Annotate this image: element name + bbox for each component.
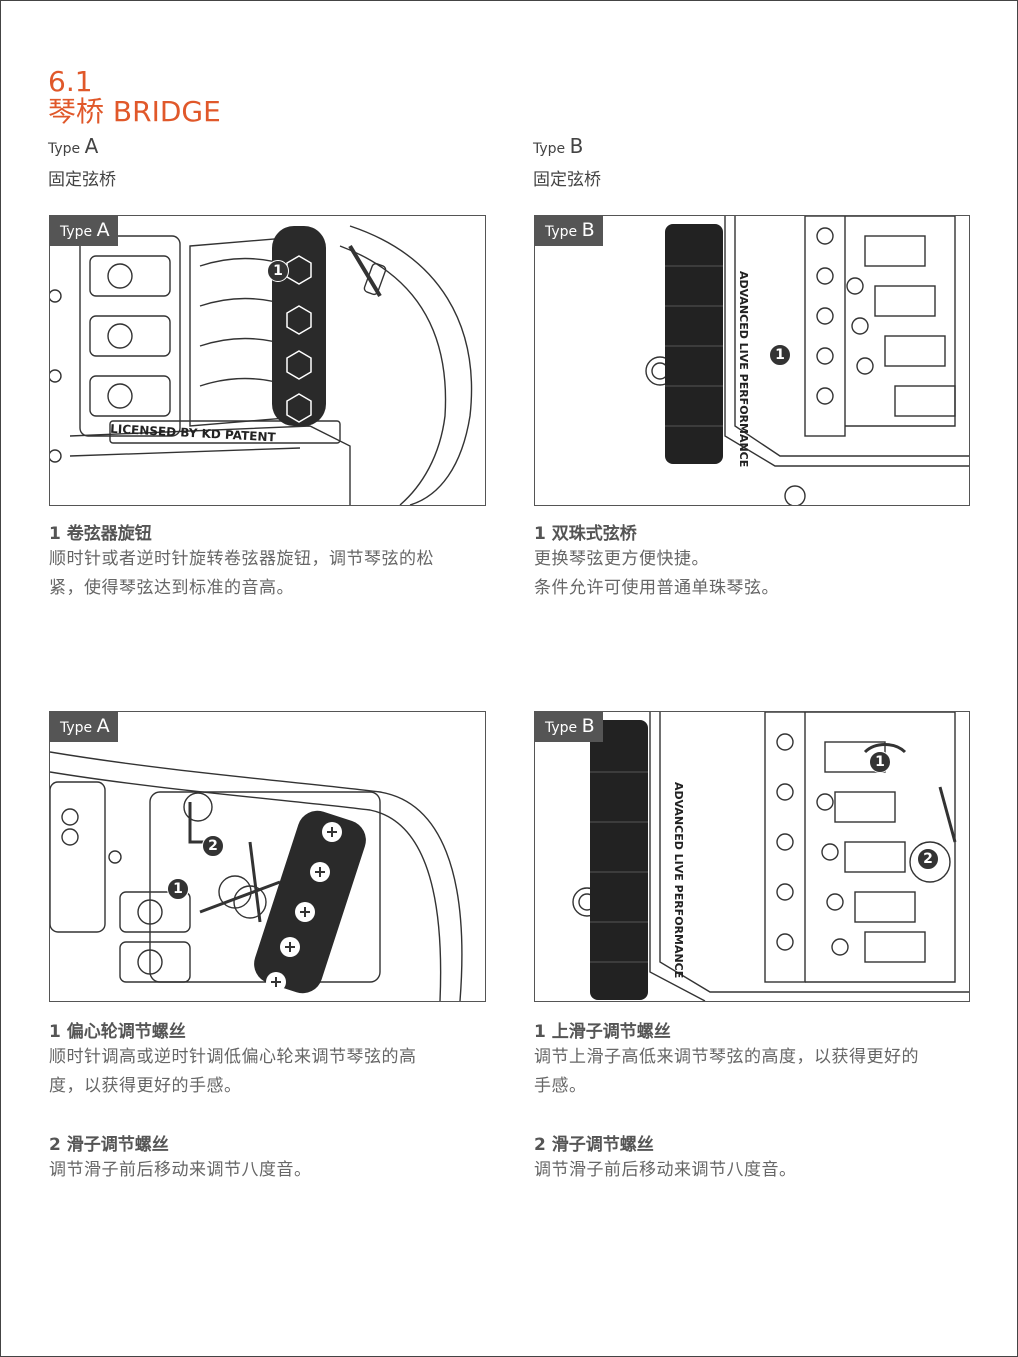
column-b-type: Type B — [533, 134, 584, 158]
column-b-subtitle: 固定弦桥 — [533, 170, 601, 190]
caption-a1-body: 顺时针或者逆时针旋转卷弦器旋钮，调节琴弦的松紧，使得琴弦达到标准的音高。 — [49, 549, 434, 598]
type-tag: Type B — [535, 712, 603, 742]
callout-badge-1: 1 — [267, 260, 289, 282]
callout-badge-2: 2 — [202, 835, 224, 857]
callout-badge-1: 1 — [167, 878, 189, 900]
caption-a3-body: 调节滑子前后移动来调节八度音。 — [49, 1160, 312, 1180]
illustration-type-b-bridge: ADVANCED LIVE PERFORMANCE Type B 1 — [534, 215, 970, 506]
type-tag: Type B — [535, 216, 603, 246]
column-a-type: Type A — [48, 134, 99, 158]
callout-badge-1: 1 — [869, 751, 891, 773]
callout-badge-1: 1 — [769, 344, 791, 366]
illustration-type-a-tuners: LICENSED BY KD PATENT Type A 1 — [49, 215, 486, 506]
column-a-subtitle: 固定弦桥 — [48, 170, 116, 190]
section-title: 琴桥 BRIDGE — [48, 95, 221, 128]
engraving-text: LICENSED BY KD PATENT — [110, 422, 277, 445]
illustration-type-b-saddles: ADVANCED LIVE PERFORMANCE Type B 1 2 — [534, 711, 970, 1002]
caption-b2-body: 调节上滑子高低来调节琴弦的高度，以获得更好的手感。 — [534, 1047, 919, 1096]
engraving-text: ADVANCED LIVE PERFORMANCE — [672, 782, 685, 978]
caption-a2-body: 顺时针调高或逆时针调低偏心轮来调节琴弦的高度，以获得更好的手感。 — [49, 1047, 417, 1096]
caption-b1-heading: 1 双珠式弦桥 — [534, 524, 637, 544]
bridge-a-saddle-drawing — [50, 751, 463, 1001]
callout-badge-2: 2 — [917, 848, 939, 870]
type-tag: Type A — [50, 712, 118, 742]
bridge-a-tuner-drawing: LICENSED BY KD PATENT — [50, 225, 473, 505]
caption-b3-body: 调节滑子前后移动来调节八度音。 — [534, 1160, 797, 1180]
caption-b1-body: 更换琴弦更方便快捷。条件允许可使用普通单珠琴弦。 — [534, 549, 779, 598]
bridge-b-drawing: ADVANCED LIVE PERFORMANCE — [645, 216, 969, 505]
caption-a2-heading: 1 偏心轮调节螺丝 — [49, 1022, 186, 1042]
illustration-type-a-saddles: Type A 1 2 — [49, 711, 486, 1002]
caption-a3-heading: 2 滑子调节螺丝 — [49, 1135, 169, 1155]
section-number: 6.1 — [48, 65, 93, 98]
caption-a1-heading: 1 卷弦器旋钮 — [49, 524, 152, 544]
engraving-text: ADVANCED LIVE PERFORMANCE — [737, 271, 750, 467]
caption-b2-heading: 1 上滑子调节螺丝 — [534, 1022, 671, 1042]
caption-b3-heading: 2 滑子调节螺丝 — [534, 1135, 654, 1155]
type-tag: Type A — [50, 216, 118, 246]
bridge-b-saddle-drawing: ADVANCED LIVE PERFORMANCE — [572, 712, 969, 1001]
